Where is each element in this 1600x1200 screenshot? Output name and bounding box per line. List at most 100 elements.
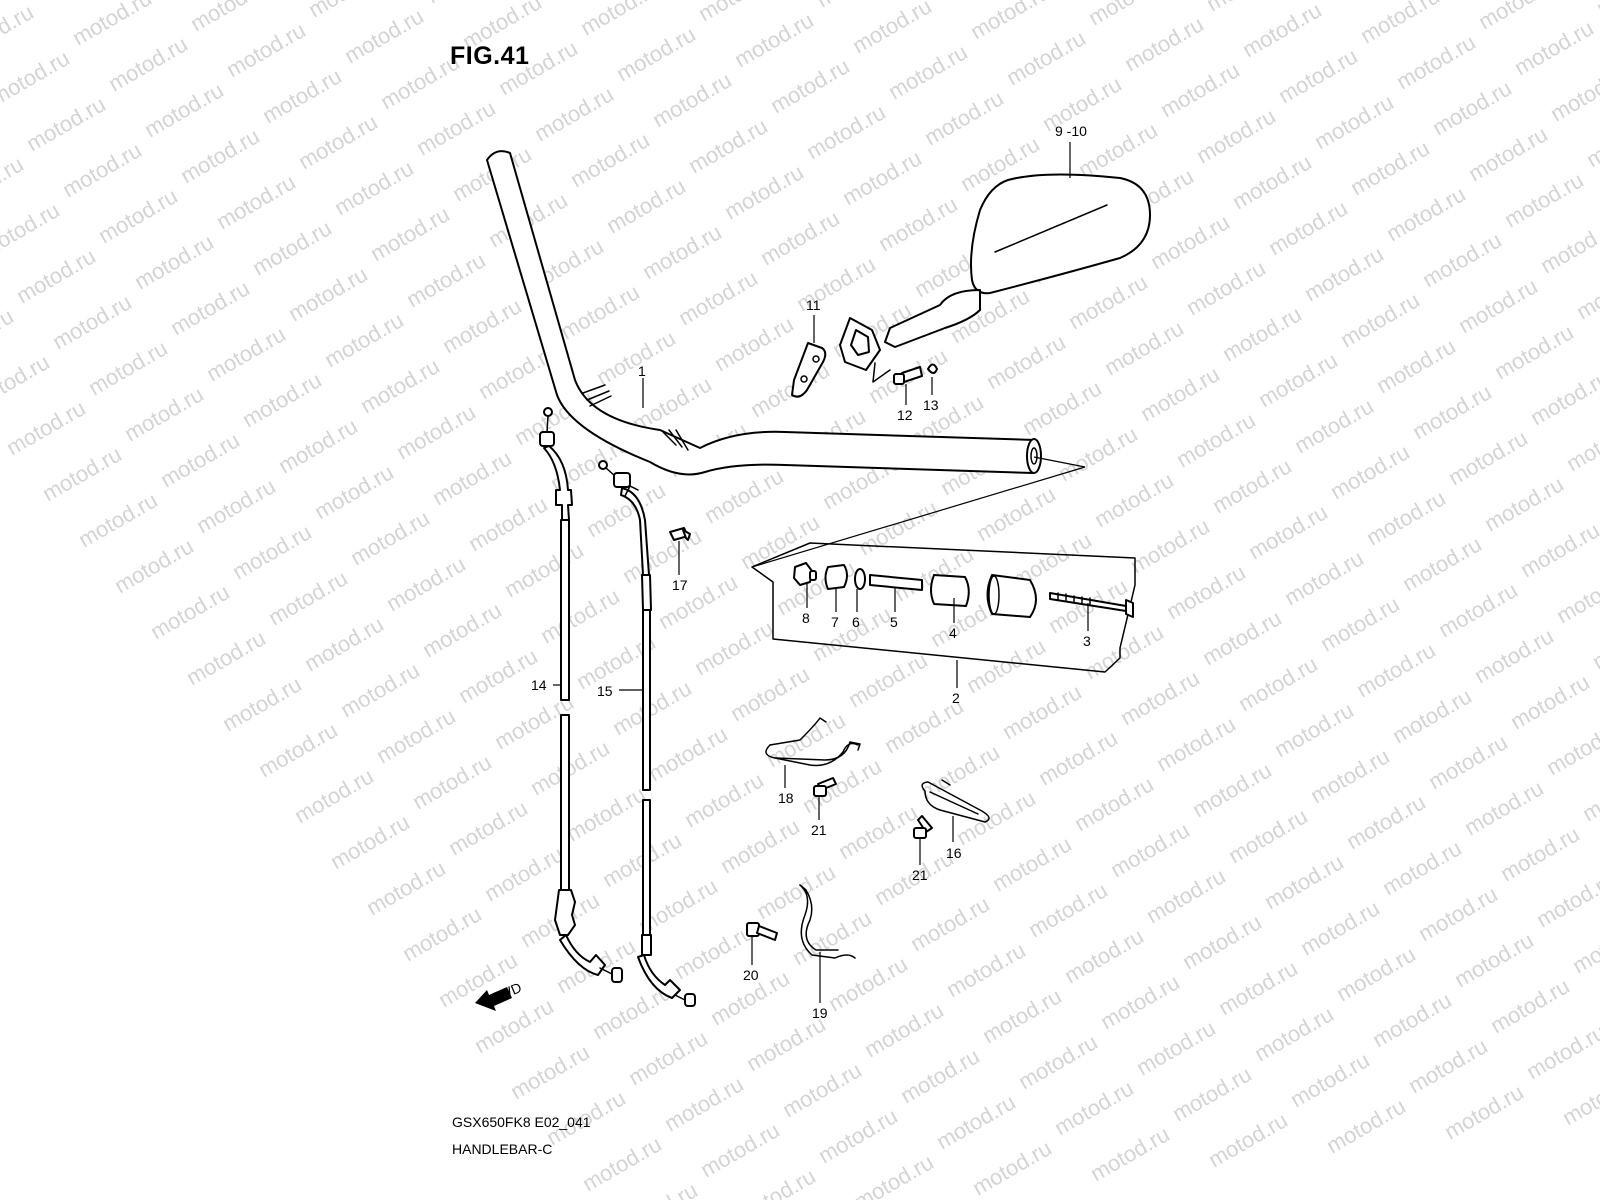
watermark-text: motod.ru xyxy=(464,491,552,556)
watermark-text: motod.ru xyxy=(752,859,840,924)
watermark-text: motod.ru xyxy=(130,229,218,294)
watermark-text: motod.ru xyxy=(1552,563,1600,628)
watermark-text: motod.ru xyxy=(146,579,234,644)
watermark-text: motod.ru xyxy=(1152,711,1240,776)
watermark-text: motod.ru xyxy=(1578,761,1600,826)
watermark-text: motod.ru xyxy=(104,31,192,96)
watermark-text: motod.ru xyxy=(408,749,496,814)
watermark-text: motod.ru xyxy=(1486,973,1574,1038)
watermark-text: motod.ru xyxy=(736,509,824,574)
watermark-text: motod.ru xyxy=(844,647,932,712)
watermark-text: motod.ru xyxy=(140,77,228,142)
watermark-text: motod.ru xyxy=(248,215,336,280)
watermark-text: motod.ru xyxy=(766,53,854,118)
watermark-text: motod.ru xyxy=(0,303,18,368)
throttle-cable-pull[interactable] xyxy=(539,407,623,983)
watermark-text: motod.ru xyxy=(1332,941,1420,1006)
watermark-text: motod.ru xyxy=(228,519,316,584)
watermark-text: motod.ru xyxy=(566,127,654,192)
watermark-text: motod.ru xyxy=(1454,273,1542,338)
watermark-text: motod.ru xyxy=(320,307,408,372)
washer[interactable] xyxy=(854,568,866,590)
bar-end-bolt-small[interactable] xyxy=(793,562,817,586)
watermark-text: motod.ru xyxy=(684,113,772,178)
watermark-text: motod.ru xyxy=(654,569,742,634)
callout-16: 16 xyxy=(946,845,962,861)
bar-end-assembly-outline xyxy=(751,542,1136,673)
spacer-tube[interactable] xyxy=(869,574,923,591)
cable-clamp-19[interactable] xyxy=(799,884,856,959)
rubber-bushing[interactable] xyxy=(824,564,848,590)
bolt-cap[interactable] xyxy=(927,363,938,374)
clamp-bolt-20[interactable] xyxy=(746,922,778,941)
bar-end-weight[interactable] xyxy=(986,574,1037,618)
cable-guide-18[interactable] xyxy=(765,717,861,767)
callout-13: 13 xyxy=(923,397,939,413)
mirror-bolt[interactable] xyxy=(893,366,923,385)
watermark-text: motod.ru xyxy=(1342,789,1430,854)
watermark-text: motod.ru xyxy=(1188,757,1276,822)
watermark-text: motod.ru xyxy=(1218,301,1306,366)
watermark-text: motod.ru xyxy=(238,367,326,432)
watermark-text: motod.ru xyxy=(1300,241,1388,306)
throttle-cable-return[interactable] xyxy=(598,460,696,1007)
watermark-text: motod.ru xyxy=(1536,213,1600,278)
watermark-text: motod.ru xyxy=(696,1117,784,1182)
watermark-text: motod.ru xyxy=(1470,623,1558,688)
watermark-text: motod.ru xyxy=(808,601,896,666)
watermark-text: motod.ru xyxy=(720,159,808,224)
watermark-text: motod.ru xyxy=(1310,89,1398,154)
watermark-text: motod.ru xyxy=(1368,987,1456,1052)
watermark-text: motod.ru xyxy=(612,21,700,86)
watermark-text: motod.ru xyxy=(58,137,146,202)
watermark-text: motod.ru xyxy=(110,533,198,598)
watermark-text: motod.ru xyxy=(156,427,244,492)
watermark-text: motod.ru xyxy=(48,289,136,354)
watermark-text: motod.ru xyxy=(716,813,804,878)
clamp-bolt-21b[interactable] xyxy=(913,815,933,839)
watermark-text: motod.ru xyxy=(1460,775,1548,840)
watermark-text: motod.ru xyxy=(438,293,526,358)
watermark-text: motod.ru xyxy=(1382,181,1470,246)
watermark-text: motod.ru xyxy=(966,0,1054,44)
mirror[interactable] xyxy=(839,173,1151,383)
watermark-text: motod.ru xyxy=(1250,1001,1338,1066)
watermark-text: motod.ru xyxy=(860,997,948,1062)
watermark-text: motod.ru xyxy=(84,335,172,400)
watermark-text: motod.ru xyxy=(848,0,936,58)
watermark-text: motod.ru xyxy=(300,611,388,676)
watermark-text: motod.ru xyxy=(1506,669,1594,734)
watermark-text: motod.ru xyxy=(1500,167,1588,232)
watermark-text: motod.ru xyxy=(1392,29,1480,94)
watermark-text: motod.ru xyxy=(1398,531,1486,596)
watermark-text: motod.ru xyxy=(1106,817,1194,882)
watermark-text: motod.ru xyxy=(1274,43,1362,108)
clamp-bolt-21a[interactable] xyxy=(813,777,837,797)
cable-screw[interactable] xyxy=(669,527,691,541)
watermark-text: motod.ru xyxy=(732,1163,820,1200)
cable-clamp-16[interactable] xyxy=(921,779,990,823)
watermark-text: motod.ru xyxy=(1070,771,1158,836)
watermark-text: motod.ru xyxy=(1526,365,1600,430)
watermark-text: motod.ru xyxy=(274,413,362,478)
watermark-text: motod.ru xyxy=(356,353,444,418)
watermark-text: motod.ru xyxy=(644,721,732,786)
watermark-text: motod.ru xyxy=(730,7,818,72)
watermark-text: motod.ru xyxy=(1214,955,1302,1020)
watermark-text: motod.ru xyxy=(1126,513,1214,578)
watermark-text: motod.ru xyxy=(284,261,372,326)
bar-end-screw[interactable] xyxy=(1049,592,1134,618)
model-code: GSX650FK8 E02_041 xyxy=(452,1114,591,1130)
watermark-text: motod.ru xyxy=(1480,471,1568,536)
watermark-text: motod.ru xyxy=(1336,287,1424,352)
mirror-mount-plate[interactable] xyxy=(791,342,827,398)
watermark-text: motod.ru xyxy=(1464,121,1552,186)
callout-15: 15 xyxy=(597,683,613,699)
watermark-text: motod.ru xyxy=(0,349,54,414)
watermark-text: motod.ru xyxy=(444,795,532,860)
watermark-text: motod.ru xyxy=(1418,227,1506,292)
weight-sleeve[interactable] xyxy=(930,574,970,607)
watermark-text: motod.ru xyxy=(362,855,450,920)
handlebar[interactable] xyxy=(486,150,1086,568)
